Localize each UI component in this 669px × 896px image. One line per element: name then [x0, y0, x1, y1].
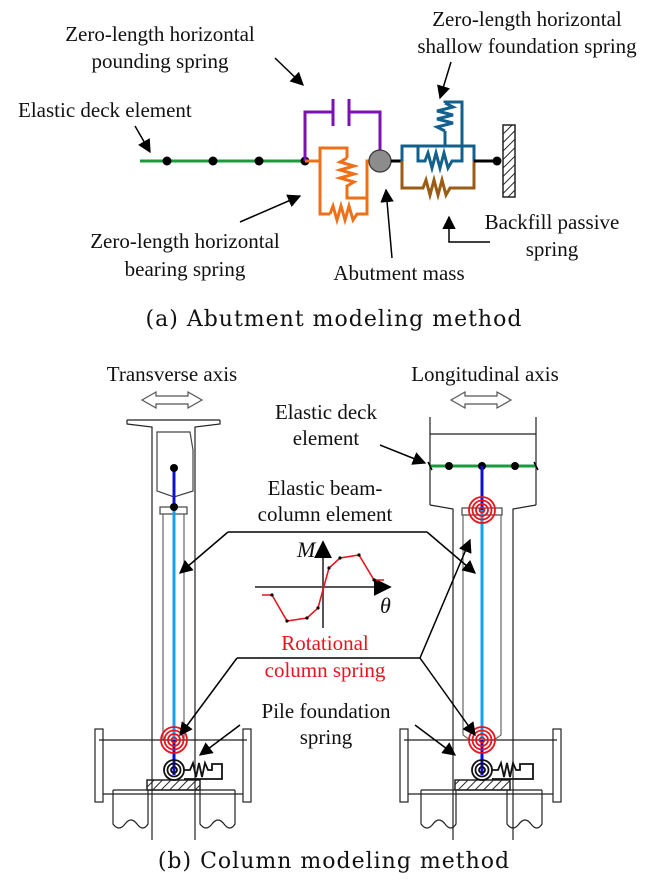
deck-node: [162, 156, 172, 166]
pounding-label-line2: pounding spring: [91, 49, 229, 73]
backfill-arrow: [442, 215, 490, 243]
bearing-arrow: [239, 194, 302, 223]
backfill-passive-spring: [400, 161, 476, 201]
rot-arrow-right-low: [419, 657, 476, 737]
column-node: [170, 503, 178, 511]
deck-node: [254, 156, 264, 166]
deck-arrow: [134, 125, 151, 154]
shallow-arrow: [437, 61, 452, 100]
backfill-label-line2: spring: [526, 237, 579, 261]
caption-b: (b) Column modeling method: [158, 849, 510, 874]
deck-cut-mark: [533, 461, 539, 471]
long-deck-arrow: [379, 444, 427, 465]
rotational-spring-icon: [160, 726, 188, 754]
shallow-foundation-spring: [400, 100, 484, 174]
rot-arrow-left: [179, 657, 238, 737]
pile-spring-icon: [163, 759, 223, 781]
bearing-spring: [305, 146, 380, 226]
beam-column-arrow-left: [178, 531, 229, 574]
mass-label: Abutment mass: [333, 261, 464, 285]
deck-node: [208, 156, 218, 166]
pile-label-line2: spring: [300, 725, 353, 749]
moment-rotation-curve: [262, 554, 384, 622]
transverse-axis-label: Transverse axis: [107, 362, 237, 386]
bearing-label-line2: bearing spring: [125, 257, 246, 281]
rotational-spring-icon: [468, 726, 496, 754]
fixed-support: [502, 124, 516, 198]
rotational-spring-label-line2: column spring: [265, 658, 386, 682]
abutment-mass: [368, 149, 392, 173]
curve-points: [270, 553, 376, 623]
panel-b: Transverse axis Longitudinal axis: [94, 362, 562, 874]
shallow-label-line2: shallow foundation spring: [417, 34, 637, 58]
longitudinal-double-arrow-icon: [449, 390, 513, 410]
pounding-arrow: [274, 57, 304, 86]
caption-a: (a) Abutment modeling method: [146, 307, 523, 332]
pile-arrow-right: [414, 724, 457, 756]
deck-node: [511, 462, 519, 470]
pile-spring-icon: [471, 759, 534, 781]
transverse-pier: [94, 419, 252, 840]
longitudinal-axis-label: Longitudinal axis: [411, 362, 559, 386]
long-deck-label-line2: element: [293, 426, 360, 450]
deck-node: [445, 462, 453, 470]
mass-arrow: [380, 188, 394, 259]
deck-cut-mark: [427, 461, 433, 471]
long-deck-label-line1: Elastic deck: [275, 400, 378, 424]
axis-theta-label: θ: [380, 593, 391, 618]
pile-label-line1: Pile foundation: [262, 699, 391, 723]
bearing-label-line1: Zero-length horizontal: [90, 229, 280, 253]
shallow-label-line1: Zero-length horizontal: [432, 7, 622, 31]
column-node: [170, 464, 178, 472]
rotational-spring-icon: [468, 496, 496, 524]
pounding-label-line1: Zero-length horizontal: [65, 22, 255, 46]
moment-rotation-plot: M θ: [255, 537, 392, 628]
panel-a: Zero-length horizontal pounding spring Z…: [18, 7, 637, 332]
pounding-spring: [303, 99, 382, 161]
axis-m-label: M: [296, 537, 317, 562]
fixed-node: [492, 156, 502, 166]
transverse-double-arrow-icon: [140, 390, 204, 410]
pile-arrow-left: [198, 724, 241, 756]
deck-label: Elastic deck element: [18, 98, 192, 122]
rotational-spring-label-line1: Rotational: [281, 631, 369, 655]
rot-arrow-right-high: [419, 538, 472, 659]
backfill-label-line1: Backfill passive: [485, 210, 620, 234]
pile-cap-hatch: [146, 779, 201, 791]
beam-column-label-line1: Elastic beam-: [268, 476, 383, 500]
beam-column-label-line2: column element: [258, 502, 393, 526]
pile-cap-hatch: [454, 779, 511, 791]
beam-column-arrow-right: [426, 531, 477, 574]
